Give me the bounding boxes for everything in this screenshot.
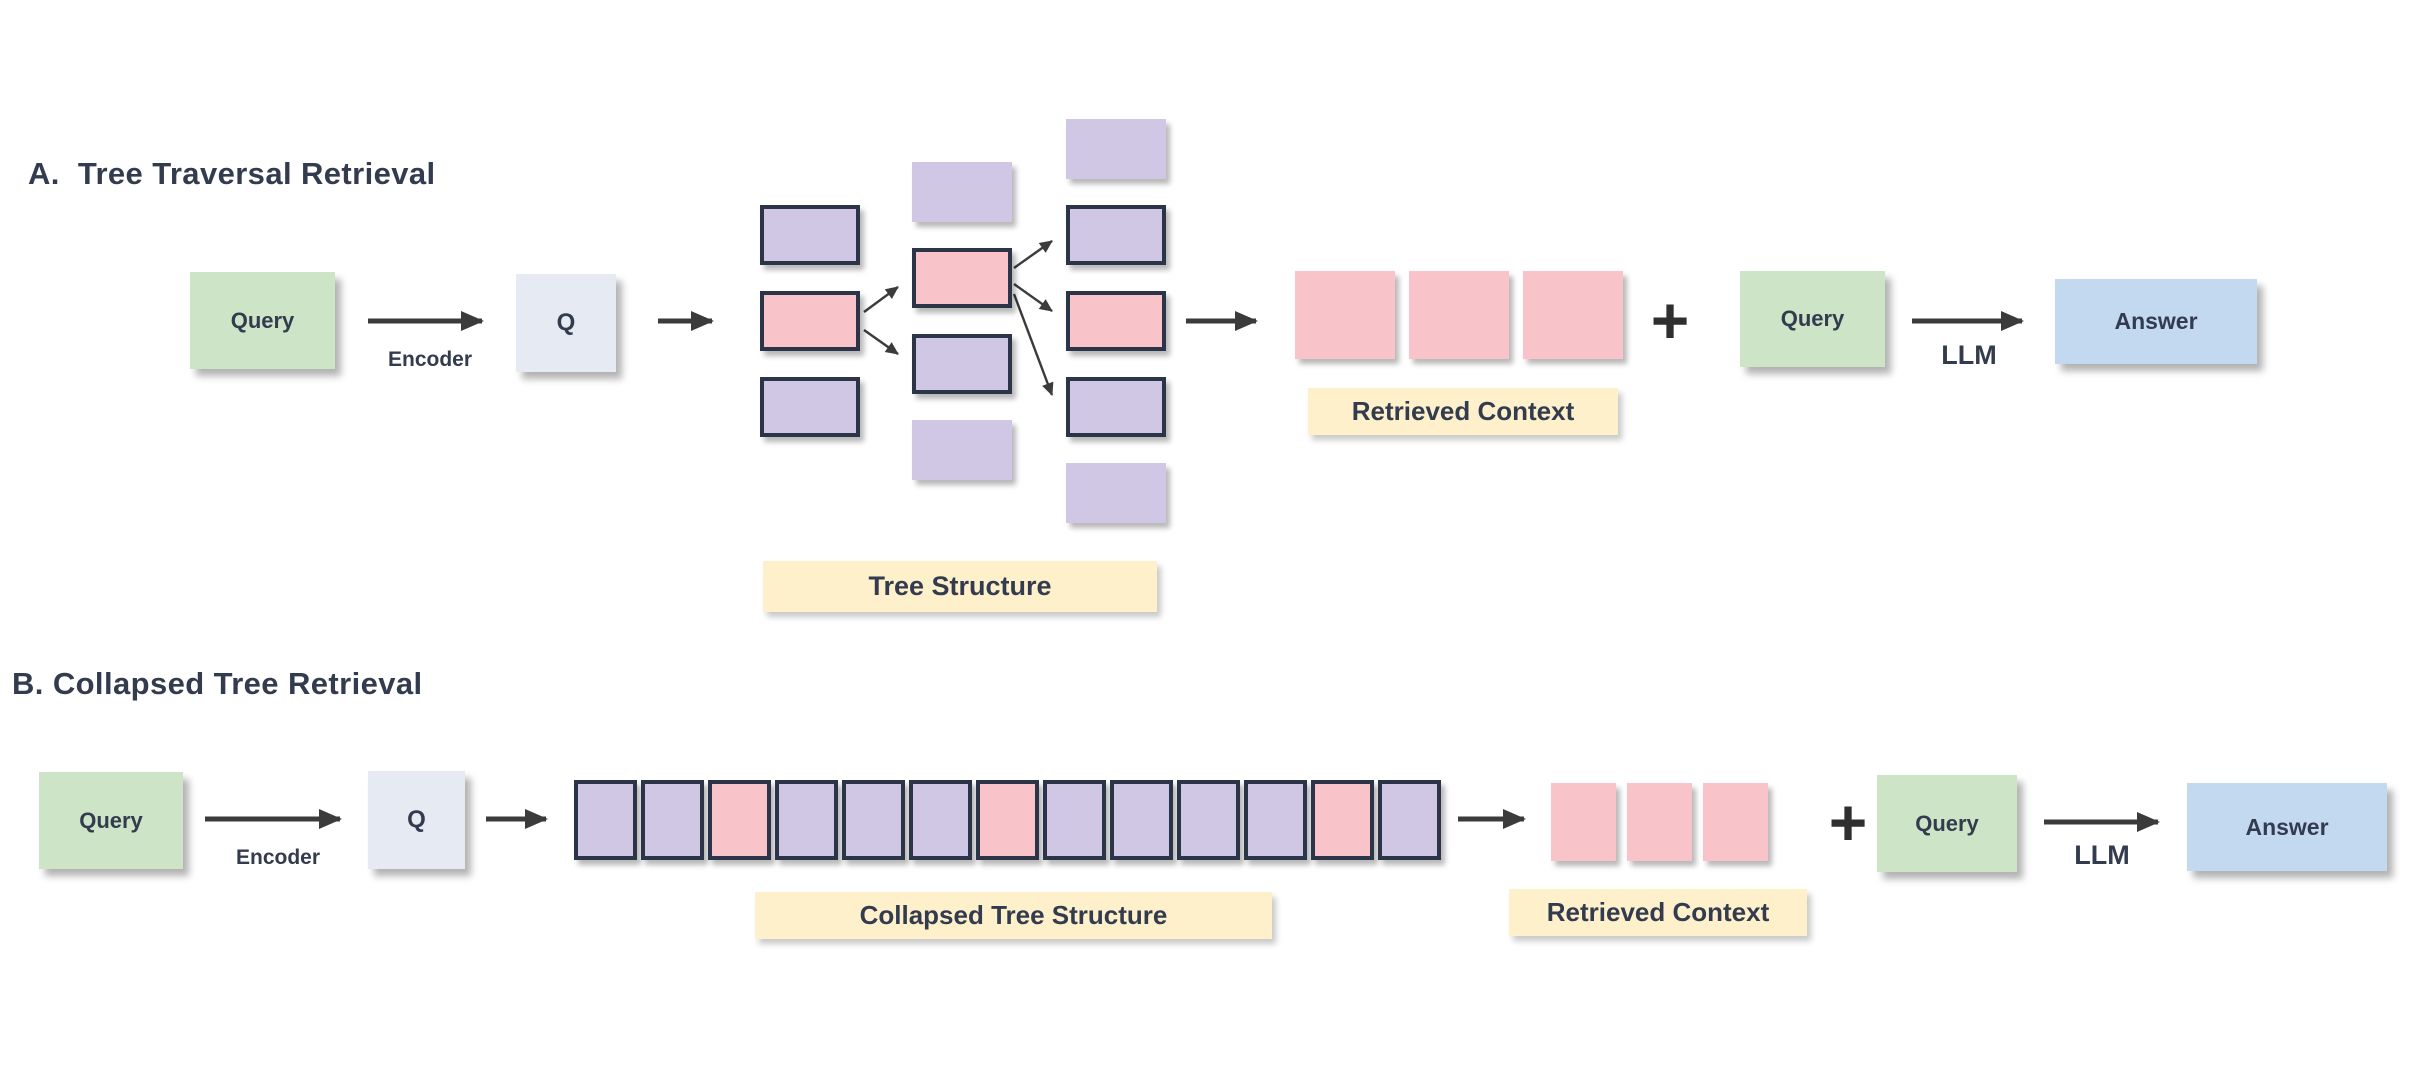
- section-a-title: A. Tree Traversal Retrieval: [28, 156, 436, 191]
- section-b-title: B. Collapsed Tree Retrieval: [12, 666, 423, 701]
- query-box-b2: Query: [1877, 775, 2017, 872]
- tree-layer-1: [760, 205, 860, 437]
- query-box-a: Query: [190, 272, 335, 369]
- collapsed-tree-nodes: [574, 780, 1441, 860]
- tree-structure-label: Tree Structure: [763, 561, 1157, 612]
- pink-node: [1551, 783, 1616, 861]
- query-label-b: Query: [79, 807, 143, 833]
- purple-node: [912, 162, 1012, 222]
- q-embedding-box-a: Q: [516, 274, 616, 372]
- llm-label-a: LLM: [1941, 340, 1997, 370]
- pink-node: [760, 291, 860, 351]
- retrieved-context-nodes-b: [1551, 783, 1768, 861]
- retrieved-context-label-a: Retrieved Context: [1308, 388, 1618, 435]
- q-label-b: Q: [407, 806, 426, 833]
- encoder-label-a: Encoder: [387, 348, 473, 371]
- q-embedding-box-b: Q: [368, 771, 465, 869]
- purple-node: [1110, 780, 1173, 860]
- answer-label-b: Answer: [2245, 813, 2329, 840]
- tree-layer-2: [912, 162, 1012, 480]
- tree-arrow-l1-to-l2-pink: [863, 286, 899, 313]
- pink-node: [1409, 271, 1509, 359]
- tree-arrow-l2-to-l3-pink: [1013, 283, 1053, 312]
- pink-node: [1295, 271, 1395, 359]
- purple-node: [1066, 377, 1166, 437]
- retrieved-context-nodes-a: [1295, 271, 1623, 359]
- tree-layer-3: [1066, 119, 1166, 523]
- purple-node: [1066, 205, 1166, 265]
- purple-node: [1066, 119, 1166, 179]
- answer-box-a: Answer: [2055, 279, 2257, 364]
- purple-node: [760, 205, 860, 265]
- encoder-label-b: Encoder: [235, 846, 321, 869]
- purple-node: [1066, 463, 1166, 523]
- purple-node: [574, 780, 637, 860]
- pink-node: [912, 248, 1012, 308]
- pink-node: [1066, 291, 1166, 351]
- purple-node: [1378, 780, 1441, 860]
- retrieved-context-label-b: Retrieved Context: [1509, 889, 1807, 936]
- purple-node: [909, 780, 972, 860]
- purple-node: [775, 780, 838, 860]
- purple-node: [912, 420, 1012, 480]
- tree-arrow-l1-to-l2-mid: [863, 329, 899, 355]
- q-label-a: Q: [556, 309, 576, 336]
- purple-node: [641, 780, 704, 860]
- collapsed-tree-label: Collapsed Tree Structure: [755, 892, 1272, 939]
- answer-box-b: Answer: [2187, 783, 2387, 871]
- query-label-a: Query: [230, 307, 295, 333]
- pink-node: [1703, 783, 1768, 861]
- purple-node: [1244, 780, 1307, 860]
- pink-node: [976, 780, 1039, 860]
- query-label-a2: Query: [1780, 306, 1845, 331]
- pink-node: [708, 780, 771, 860]
- pink-node: [1311, 780, 1374, 860]
- purple-node: [912, 334, 1012, 394]
- purple-node: [760, 377, 860, 437]
- pink-node: [1523, 271, 1623, 359]
- purple-node: [842, 780, 905, 860]
- pink-node: [1627, 783, 1692, 861]
- query-label-b2: Query: [1915, 810, 1979, 836]
- query-box-a2: Query: [1740, 271, 1885, 367]
- purple-node: [1043, 780, 1106, 860]
- answer-label-a: Answer: [2114, 308, 2198, 334]
- tree-arrow-l2-to-l3-lower: [1012, 293, 1054, 396]
- llm-label-b: LLM: [2074, 840, 2130, 870]
- plus-sign-b: +: [1828, 785, 1868, 859]
- plus-sign-a: +: [1650, 283, 1690, 357]
- tree-arrow-l2-to-l3-upper: [1013, 240, 1053, 269]
- purple-node: [1177, 780, 1240, 860]
- query-box-b: Query: [39, 772, 183, 869]
